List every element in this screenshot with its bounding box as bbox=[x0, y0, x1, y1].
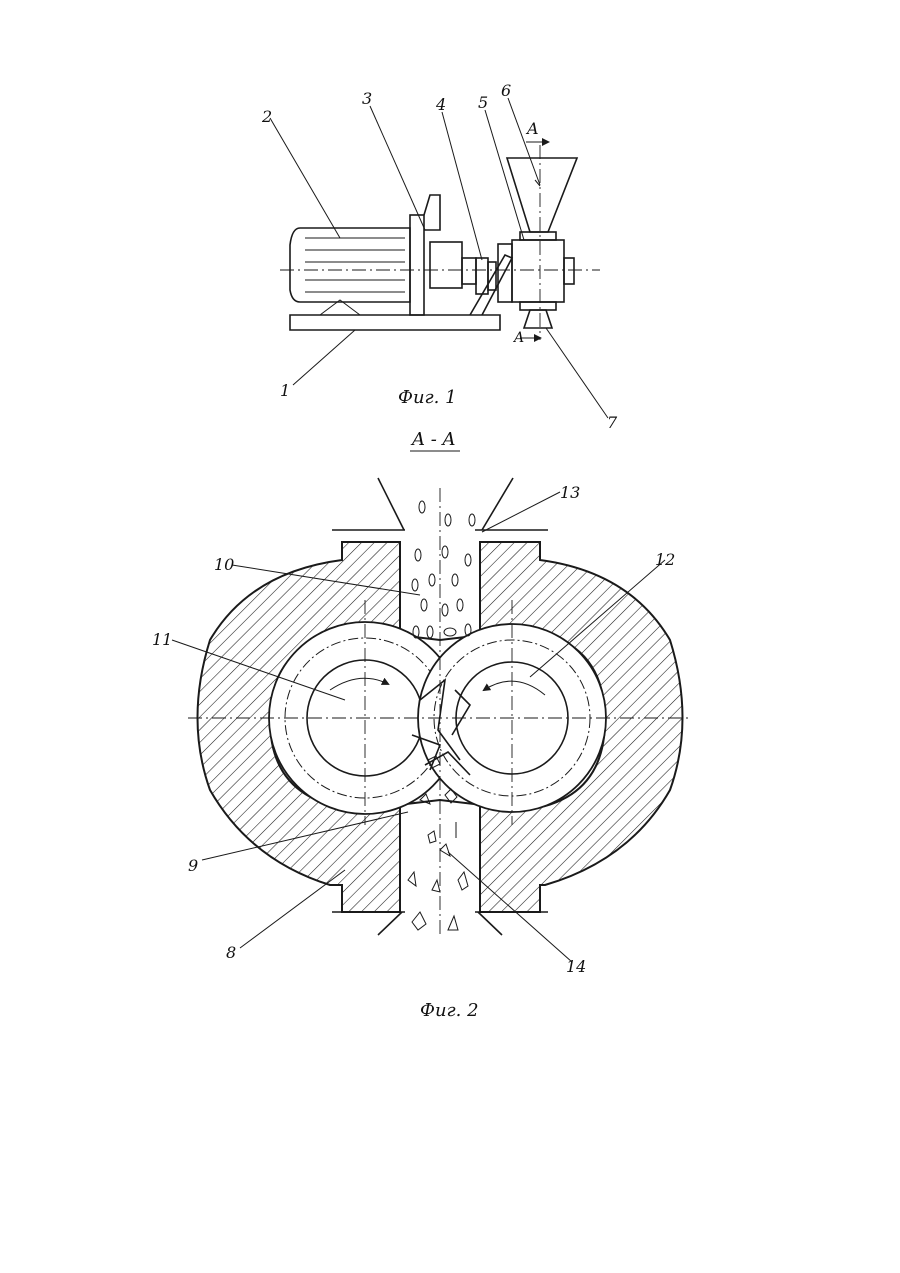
figure-2-section-a-a: 13 12 10 11 9 8 14 Фиг. 2 bbox=[152, 478, 690, 1021]
figure-2-caption: Фиг. 2 bbox=[420, 1000, 479, 1021]
discharge-chute bbox=[524, 310, 552, 328]
callout-5: 5 bbox=[478, 93, 488, 112]
callout-10: 10 bbox=[214, 555, 234, 574]
figure-1-crusher-assembly: 2 3 4 5 6 1 7 A A Фиг. 1 bbox=[261, 81, 618, 432]
figure-1-caption: Фиг. 1 bbox=[398, 387, 457, 408]
callout-8: 8 bbox=[226, 943, 236, 962]
section-mark-bottom: A bbox=[512, 330, 524, 346]
crusher-housing bbox=[498, 232, 574, 310]
feed-particles bbox=[412, 501, 475, 638]
callout-9: 9 bbox=[188, 856, 198, 875]
callout-14: 14 bbox=[566, 957, 586, 976]
callout-12: 12 bbox=[655, 550, 675, 569]
section-title: A - A bbox=[410, 429, 456, 450]
callout-1: 1 bbox=[280, 381, 290, 400]
callout-7: 7 bbox=[607, 413, 618, 432]
callout-4: 4 bbox=[435, 95, 446, 114]
electric-motor bbox=[290, 195, 476, 315]
callout-6: 6 bbox=[501, 81, 511, 100]
callout-11: 11 bbox=[152, 630, 172, 649]
callout-3: 3 bbox=[362, 89, 372, 108]
callout-13: 13 bbox=[560, 483, 580, 502]
callout-2: 2 bbox=[261, 107, 272, 126]
feed-hopper bbox=[507, 158, 577, 232]
section-mark-top: A bbox=[525, 119, 539, 138]
